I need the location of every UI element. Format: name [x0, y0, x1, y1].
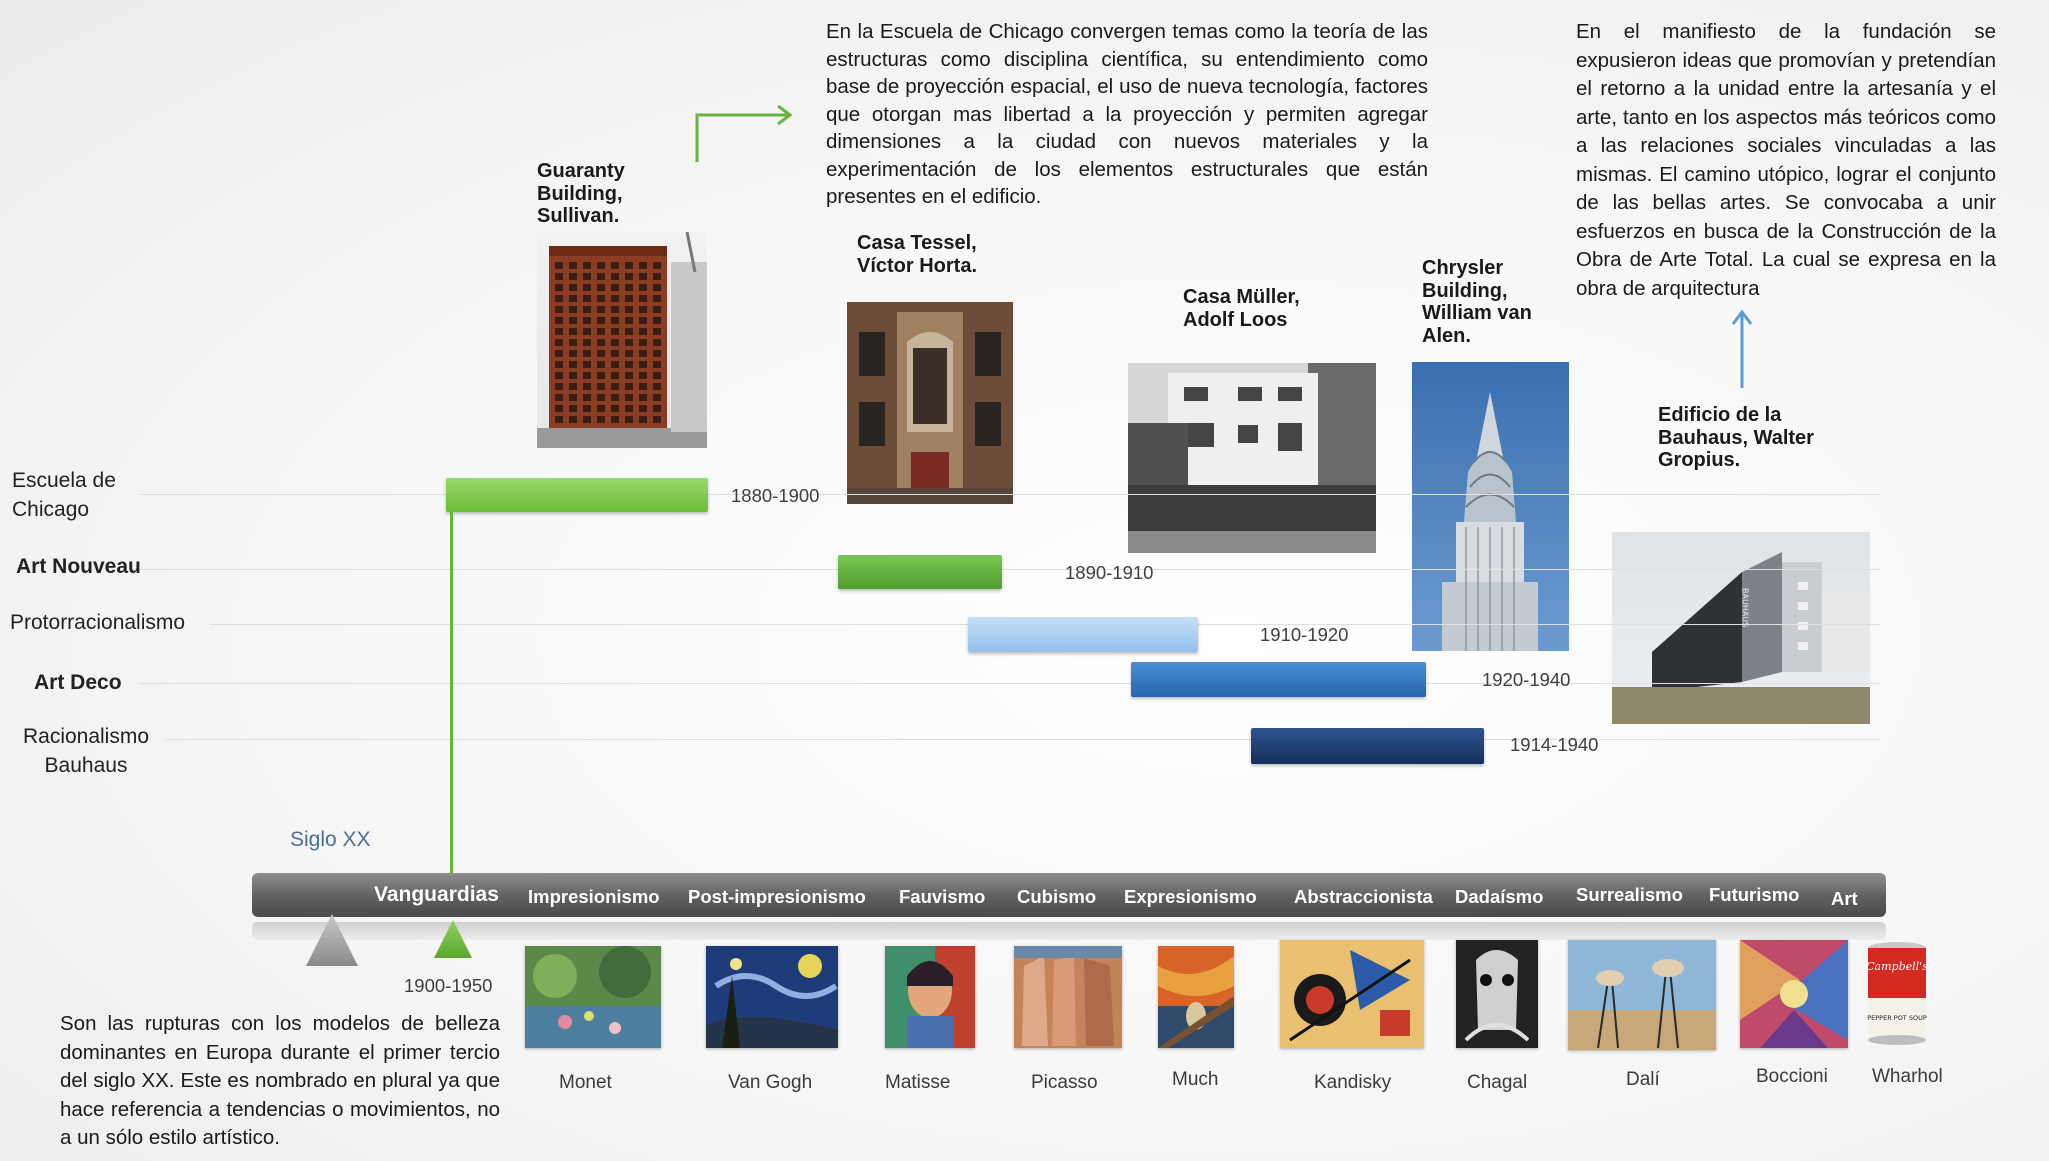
artist-label-chagall: Chagal: [1467, 1072, 1528, 1093]
band-label-post-impresionismo: Post-impresionismo: [688, 886, 866, 907]
row-gridline: [140, 494, 1880, 495]
siglo-marker-icon: [306, 914, 358, 966]
band-label-expresionismo: Expresionismo: [1124, 886, 1257, 907]
artwork-kandinsky: [1280, 940, 1424, 1048]
caption-bauhaus-building: Edificio de la Bauhaus, Walter Gropius.: [1658, 404, 1814, 471]
bar-chicago: [446, 478, 708, 512]
bauhaus-arrow-icon: [1731, 309, 1753, 388]
artwork-warhol-can: Campbell's PEPPER POT SOUP: [1866, 940, 1928, 1046]
chrysler-building-image: [1412, 362, 1569, 651]
band-label-art: Art: [1831, 888, 1858, 909]
artist-label-dali: Dalí: [1626, 1069, 1660, 1090]
bauhaus-building-image: BAUHAUS: [1612, 532, 1870, 724]
row-label-art-deco: Art Deco: [34, 671, 122, 694]
artist-label-boccioni: Boccioni: [1756, 1066, 1828, 1087]
artist-label-kandinsky: Kandisky: [1314, 1072, 1392, 1093]
caption-muller: Casa Müller, Adolf Loos: [1183, 286, 1300, 331]
artwork-monet: [525, 946, 661, 1048]
artwork-chagall: [1456, 940, 1538, 1048]
row-gridline: [165, 739, 1880, 740]
casa-tassel-image: [847, 302, 1013, 504]
bar-racionalismo: [1251, 728, 1484, 764]
band-label-surrealismo: Surrealismo: [1576, 884, 1683, 905]
dates-racionalismo: 1914-1940: [1510, 734, 1599, 755]
artwork-boccioni: [1740, 940, 1848, 1048]
casa-muller-image: [1128, 363, 1376, 553]
caption-chrysler: Chrysler Building, William van Alen.: [1422, 257, 1532, 347]
artist-label-matisse: Matisse: [885, 1072, 951, 1093]
row-label-chicago: Escuela de Chicago: [12, 469, 116, 521]
vanguard-description: Son las rupturas con los modelos de bell…: [60, 1012, 500, 1149]
artwork-dali: [1568, 940, 1716, 1050]
vanguard-band-shadow: [252, 922, 1886, 940]
artist-label-picasso: Picasso: [1031, 1072, 1098, 1093]
vanguard-band: [252, 873, 1886, 917]
row-gridline: [140, 683, 1880, 684]
band-label-cubismo: Cubismo: [1017, 886, 1097, 907]
caption-guaranty: Guaranty Building, Sullivan.: [537, 160, 625, 227]
guaranty-building-image: [537, 232, 707, 448]
can-soup-text: PEPPER POT SOUP: [1867, 1014, 1927, 1022]
can-brand-text: Campbell's: [1866, 960, 1928, 973]
artist-label-warhol: Wharhol: [1872, 1066, 1943, 1087]
band-label-impresionismo: Impresionismo: [528, 886, 660, 907]
row-label-protorracionalismo: Protorracionalismo: [10, 611, 186, 634]
dates-chicago: 1880-1900: [731, 485, 820, 506]
chicago-arrow-icon: [695, 104, 793, 162]
artwork-munch: [1158, 946, 1234, 1048]
band-label-abstraccionista: Abstraccionista: [1294, 886, 1433, 907]
bauhaus-description: En el manifiesto de la fundación se expu…: [1576, 20, 1996, 300]
vanguard-marker-icon: [434, 920, 472, 958]
vanguard-dates: 1900-1950: [404, 975, 493, 996]
dates-protorracionalismo: 1910-1920: [1260, 624, 1349, 645]
band-label-futurismo: Futurismo: [1709, 884, 1800, 905]
vanguard-connector-line: [450, 512, 453, 874]
artwork-picasso: [1014, 946, 1122, 1048]
bar-art-nouveau: [838, 555, 1002, 589]
artwork-van-gogh: [706, 946, 838, 1048]
row-label-racionalismo: Racionalismo Bauhaus: [22, 725, 150, 777]
dates-art-deco: 1920-1940: [1482, 669, 1571, 690]
artist-label-monet: Monet: [559, 1072, 612, 1093]
row-gridline: [140, 569, 1880, 570]
dates-art-nouveau: 1890-1910: [1065, 562, 1154, 583]
band-label-dadaismo: Dadaísmo: [1455, 886, 1544, 907]
band-label-fauvismo: Fauvismo: [899, 886, 986, 907]
artist-label-munch: Much: [1172, 1069, 1219, 1090]
bar-art-deco: [1131, 662, 1426, 697]
bar-protorracionalismo: [968, 617, 1198, 652]
caption-tassel: Casa Tessel, Víctor Horta.: [857, 232, 978, 277]
artwork-matisse: [885, 946, 975, 1048]
siglo-label: Siglo XX: [290, 828, 371, 851]
band-label-vanguardias: Vanguardias: [374, 883, 499, 906]
chicago-description: En la Escuela de Chicago convergen temas…: [826, 20, 1428, 208]
artist-label-van-gogh: Van Gogh: [728, 1072, 813, 1093]
row-label-art-nouveau: Art Nouveau: [16, 555, 141, 578]
bauhaus-sign: BAUHAUS: [1741, 588, 1750, 627]
